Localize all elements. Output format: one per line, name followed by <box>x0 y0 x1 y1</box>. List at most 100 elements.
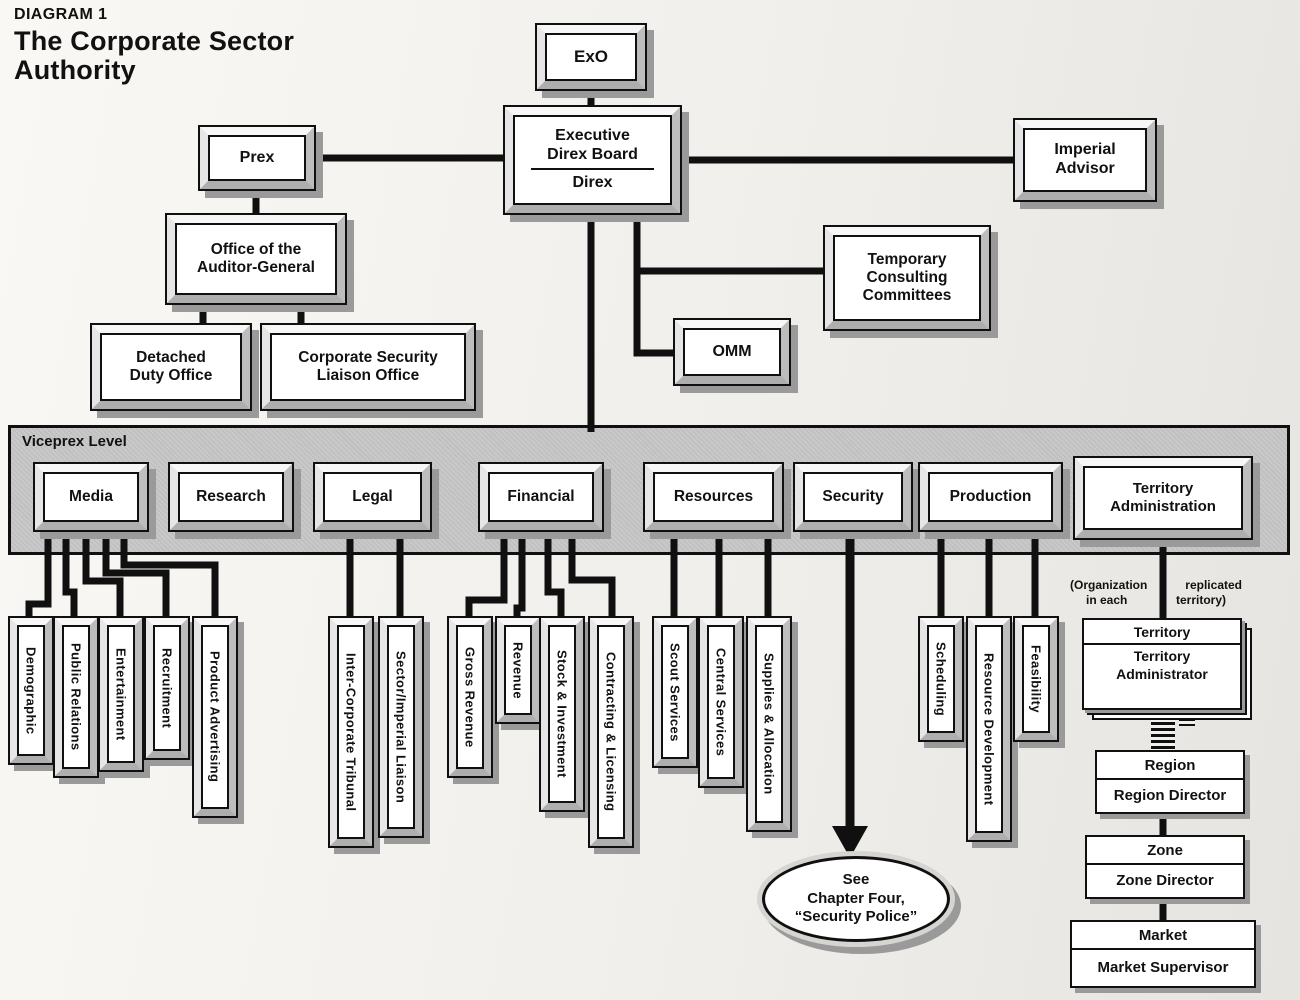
board-sublabel: Direx <box>572 174 613 192</box>
territory-note-left2: in each <box>1086 593 1128 607</box>
box-legal-label: Legal <box>352 487 393 505</box>
box-resource-development: Resource Development <box>968 618 1010 840</box>
title-block: DIAGRAM 1 The Corporate Sector Authority <box>14 6 294 85</box>
label-product-advertising: Product Advertising <box>207 651 223 783</box>
box-omm: OMM <box>675 320 789 384</box>
box-region: Region Region Director <box>1095 750 1245 814</box>
box-public-relations: Public Relations <box>55 618 97 776</box>
connector-financial-stock <box>544 528 565 626</box>
detached-duty-line2: Duty Office <box>129 367 213 384</box>
box-security-label: Security <box>822 487 884 505</box>
box-feasibility: Feasibility <box>1015 618 1057 740</box>
box-market: Market Market Supervisor <box>1070 920 1256 988</box>
connector-board-omm <box>633 210 680 357</box>
connector-media-demographic <box>25 528 52 626</box>
box-entertainment: Entertainment <box>100 618 142 770</box>
label-resource-development: Resource Development <box>981 652 997 806</box>
territory-note-row2: in each territory) <box>1070 593 1242 608</box>
box-resources: Resources <box>645 464 782 530</box>
diagram-title-line1: The Corporate Sector <box>14 26 295 56</box>
box-gross-revenue: Gross Revenue <box>449 618 491 776</box>
label-entertainment: Entertainment <box>113 647 129 741</box>
box-scout-services: Scout Services <box>654 618 696 766</box>
box-detached-duty-office: Detached Duty Office <box>92 325 250 409</box>
label-scheduling: Scheduling <box>933 641 949 717</box>
market-top-label: Market <box>1072 922 1254 950</box>
box-financial-label: Financial <box>507 487 575 505</box>
label-central-services: Central Services <box>713 647 729 757</box>
box-sector-imperial-liaison: Sector/Imperial Liaison <box>380 618 422 836</box>
territory-stack-bottom-label: Territory Administrator <box>1084 645 1240 686</box>
corp-security-line1: Corporate Security <box>298 348 438 366</box>
box-demographic: Demographic <box>10 618 52 763</box>
box-territory-stack: Territory Territory Administrator <box>1082 618 1252 720</box>
security-police-callout: See Chapter Four, “Security Police” <box>762 856 950 942</box>
box-stock-investment: Stock & Investment <box>541 618 583 810</box>
territory-replication-note: (Organization replicated in each territo… <box>1070 578 1242 608</box>
box-revenue: Revenue <box>497 618 539 722</box>
callout-line2: Chapter Four, <box>807 889 905 907</box>
label-stock-investment: Stock & Investment <box>554 650 570 778</box>
territory-note-right1: replicated <box>1185 578 1242 592</box>
label-gross-revenue: Gross Revenue <box>462 646 478 748</box>
region-bottom-label: Region Director <box>1113 787 1227 804</box>
box-security: Security <box>795 464 911 530</box>
diagram-kicker: DIAGRAM 1 <box>14 6 108 23</box>
box-temporary-consulting-committees: Temporary Consulting Committees <box>825 227 989 329</box>
box-omm-label: OMM <box>712 342 752 360</box>
board-divider <box>530 168 655 171</box>
label-supplies-allocation: Supplies & Allocation <box>761 653 777 795</box>
callout-line3: “Security Police” <box>794 908 918 926</box>
box-production-label: Production <box>949 487 1032 505</box>
connector-financial-contracting <box>568 528 616 626</box>
label-revenue: Revenue <box>510 641 526 699</box>
box-zone: Zone Zone Director <box>1085 835 1245 899</box>
board-label-line1: Executive <box>555 126 630 144</box>
security-arrowhead <box>832 826 868 858</box>
diagram-title-line2: Authority <box>14 54 136 85</box>
callout-line1: See <box>842 870 870 888</box>
connector-media-recruitment <box>102 528 170 626</box>
box-prex-label: Prex <box>239 148 275 166</box>
connector-media-entertainment <box>82 528 124 626</box>
temp-consulting-line1: Temporary <box>867 250 947 268</box>
box-executive-direx-board: Executive Direx Board Direx <box>505 107 680 213</box>
connector-media-public-relations <box>62 528 78 626</box>
box-media-label: Media <box>69 487 113 505</box>
box-inter-corporate-tribunal: Inter-Corporate Tribunal <box>330 618 372 846</box>
territory-stack-main: Territory Territory Administrator <box>1082 618 1242 710</box>
box-supplies-allocation: Supplies & Allocation <box>748 618 790 830</box>
label-scout-services: Scout Services <box>667 642 683 742</box>
box-central-services: Central Services <box>700 618 742 786</box>
box-corporate-security-liaison: Corporate Security Liaison Office <box>262 325 474 409</box>
box-scheduling: Scheduling <box>920 618 962 740</box>
region-top-label: Region <box>1097 752 1243 780</box>
box-resources-label: Resources <box>673 487 754 505</box>
temp-consulting-line3: Committees <box>862 287 952 305</box>
territory-stack-top-label: Territory <box>1084 620 1240 645</box>
board-label-line2: Direx Board <box>547 145 638 163</box>
territory-administrator-line2: Administrator <box>1116 665 1208 682</box>
box-prex: Prex <box>200 127 314 189</box>
territory-note-row1: (Organization replicated <box>1070 578 1242 593</box>
box-imperial-advisor: Imperial Advisor <box>1015 120 1155 200</box>
connector-media-product-advertising <box>120 528 219 626</box>
zone-bottom-label: Zone Director <box>1116 872 1214 889</box>
label-sector-imperial-liaison: Sector/Imperial Liaison <box>393 650 409 804</box>
market-bottom-label: Market Supervisor <box>1097 959 1229 976</box>
box-research: Research <box>170 464 292 530</box>
territory-note-left1: (Organization <box>1070 578 1148 592</box>
box-legal: Legal <box>315 464 430 530</box>
box-financial: Financial <box>480 464 602 530</box>
temp-consulting-line2: Consulting <box>866 268 948 286</box>
label-contracting-licensing: Contracting & Licensing <box>603 652 619 812</box>
corp-security-line2: Liaison Office <box>316 367 420 384</box>
imperial-advisor-line2: Advisor <box>1055 160 1115 177</box>
box-contracting-licensing: Contracting & Licensing <box>590 618 632 846</box>
label-recruitment: Recruitment <box>159 647 175 729</box>
label-feasibility: Feasibility <box>1028 645 1044 713</box>
territory-admin-line2: Administration <box>1110 498 1216 515</box>
territory-admin-line1: Territory <box>1132 480 1194 498</box>
box-production: Production <box>920 464 1061 530</box>
